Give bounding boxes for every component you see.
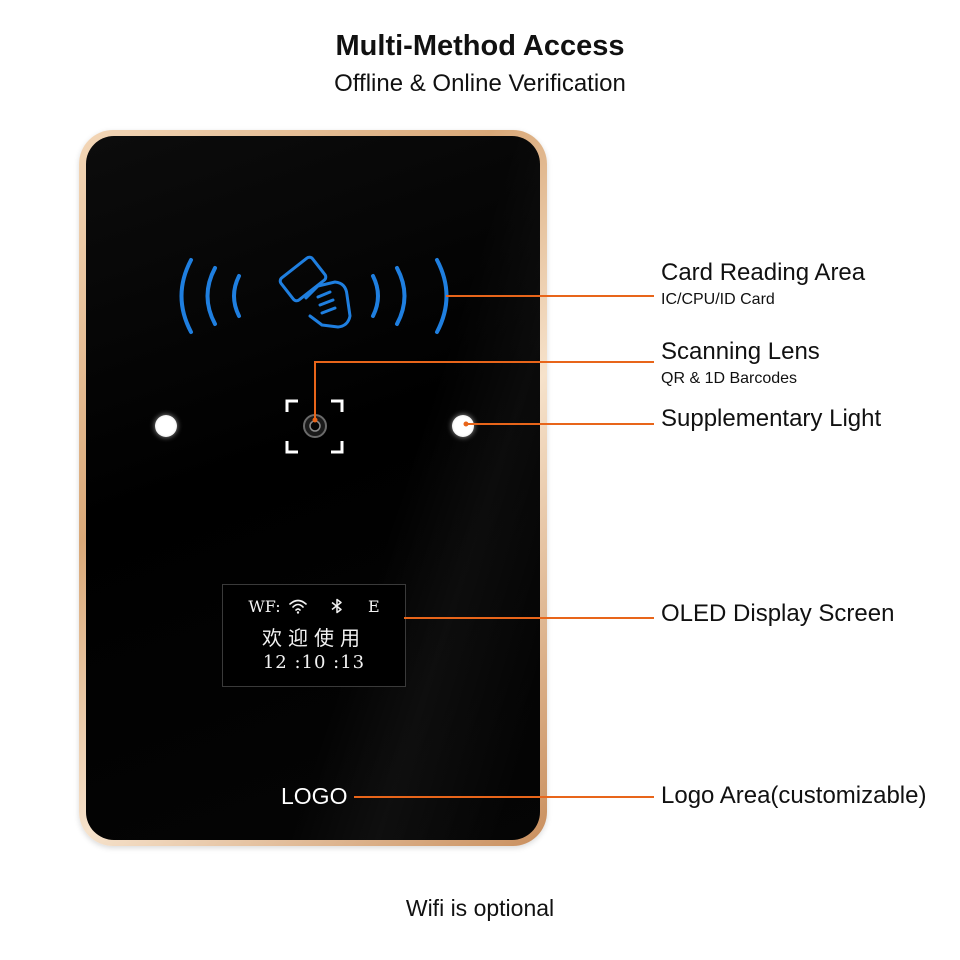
callout-scanning-lens-sub: QR & 1D Barcodes xyxy=(661,370,798,387)
page-subtitle: Offline & Online Verification xyxy=(334,70,626,97)
glass-glare xyxy=(256,136,540,840)
callout-card-reading-sub: IC/CPU/ID Card xyxy=(661,291,775,308)
oled-display: WF: E 欢迎使用 12 :10 :13 xyxy=(222,584,406,687)
page-title: Multi-Method Access xyxy=(335,30,625,62)
callout-logo-area: Logo Area(customizable) xyxy=(661,782,927,809)
callout-card-reading-area: Card Reading Area xyxy=(661,259,866,286)
callout-supplementary-light: Supplementary Light xyxy=(661,405,882,432)
wifi-icon xyxy=(288,599,307,614)
supplementary-light-left xyxy=(155,415,177,437)
device-logo: LOGO xyxy=(281,783,348,809)
callout-scanning-lens: Scanning Lens xyxy=(661,338,820,365)
oled-clock: 12 :10 :13 xyxy=(262,652,366,673)
callout-oled-display: OLED Display Screen xyxy=(661,600,895,627)
bluetooth-icon xyxy=(331,598,342,614)
oled-status-e: E xyxy=(367,597,380,616)
supplementary-light-right xyxy=(452,415,474,437)
footer-note: Wifi is optional xyxy=(405,895,555,921)
device-face xyxy=(86,136,540,840)
oled-welcome-text: 欢迎使用 xyxy=(262,626,366,650)
oled-status-line: WF: E xyxy=(223,597,405,616)
oled-wifi-prefix: WF: xyxy=(248,597,281,616)
